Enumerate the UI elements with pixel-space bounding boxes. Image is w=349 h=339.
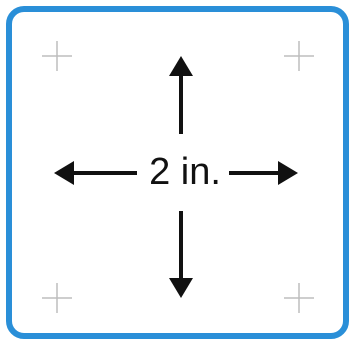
plus-icon-bottom-right [284,283,314,313]
arrow-up-icon [169,56,193,134]
arrow-left-icon [54,161,137,185]
arrow-right-icon [229,161,298,185]
arrow-down-icon [169,211,193,298]
plus-icon-top-right [284,41,314,71]
plus-icon-top-left [42,41,72,71]
size-label: 2 in. [149,151,221,193]
plus-icon-bottom-left [42,283,72,313]
